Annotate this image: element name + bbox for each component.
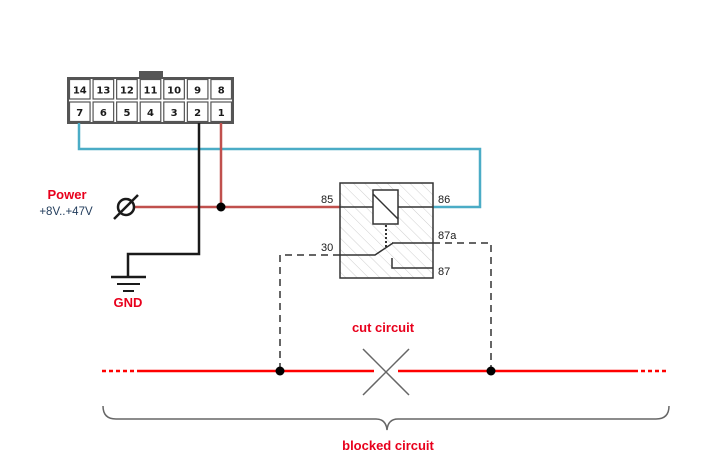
connector-latch [139, 71, 163, 78]
connector-pin-14: 14 [73, 86, 87, 97]
relay-pin-85: 85 [321, 194, 333, 206]
gnd-label: GND [114, 295, 143, 310]
connector-pin-cell [186, 101, 209, 123]
power-terminal-icon [113, 194, 139, 220]
connector-pin-10: 10 [167, 86, 181, 97]
cut-mark-icon [362, 348, 410, 396]
ground-wire [126, 123, 201, 276]
connector-pin-cell [139, 101, 162, 123]
relay-pin-87a: 87a [438, 230, 457, 242]
power-voltage-range: +8V..+47V [39, 206, 93, 218]
connector-pin-7: 7 [76, 108, 83, 119]
cut-circuit-label: cut circuit [352, 320, 415, 335]
connector-pin-5: 5 [123, 108, 130, 119]
power-label: Power [47, 187, 86, 202]
relay-contact-87 [391, 258, 433, 269]
connector-pin-2: 2 [194, 108, 201, 119]
connector-pin-3: 3 [171, 108, 178, 119]
connector-pin-cell [92, 101, 115, 123]
connector-pin-cell [139, 78, 162, 100]
connector-pin-cell [163, 78, 185, 100]
connector-pin-9: 9 [194, 86, 201, 97]
power-junction [216, 202, 226, 212]
connector-pin-4: 4 [147, 108, 154, 119]
relay-pin-86: 86 [438, 194, 450, 206]
relay-pin-87: 87 [438, 266, 450, 278]
connector-pin-13: 13 [96, 86, 110, 97]
ground-icon [111, 275, 146, 292]
dashed-wire-30 [279, 254, 340, 371]
connector-pin-8: 8 [218, 86, 225, 97]
connector-pin-cell [163, 101, 185, 123]
connector-pin-cell [210, 78, 233, 100]
blocked-circuit-label: blocked circuit [342, 438, 434, 453]
relay-pin-30: 30 [321, 242, 333, 254]
connector-pin-cell [116, 101, 138, 123]
connector-pin-11: 11 [144, 86, 158, 97]
signal-wire [77, 123, 482, 209]
connector-pin-cell [68, 101, 91, 123]
connector-pin-cell [92, 78, 115, 100]
dashed-wire-87a [433, 242, 492, 371]
relay [339, 182, 434, 279]
connector-pin-cell [68, 78, 91, 100]
circuit-junction-87a [486, 366, 496, 376]
circuit-junction-30 [275, 366, 285, 376]
connector-pin-12: 12 [120, 86, 134, 97]
connector-block: 14 13 12 11 10 9 8 7 6 5 4 3 2 1 [67, 71, 234, 124]
connector-pin-cell [186, 78, 209, 100]
relay-switch [340, 242, 433, 256]
connector-pin-1: 1 [218, 108, 225, 119]
blocked-circuit-brace [102, 405, 670, 431]
connector-pin-cell [210, 101, 233, 123]
connector-pin-cell [116, 78, 138, 100]
connector-pin-6: 6 [100, 108, 107, 119]
